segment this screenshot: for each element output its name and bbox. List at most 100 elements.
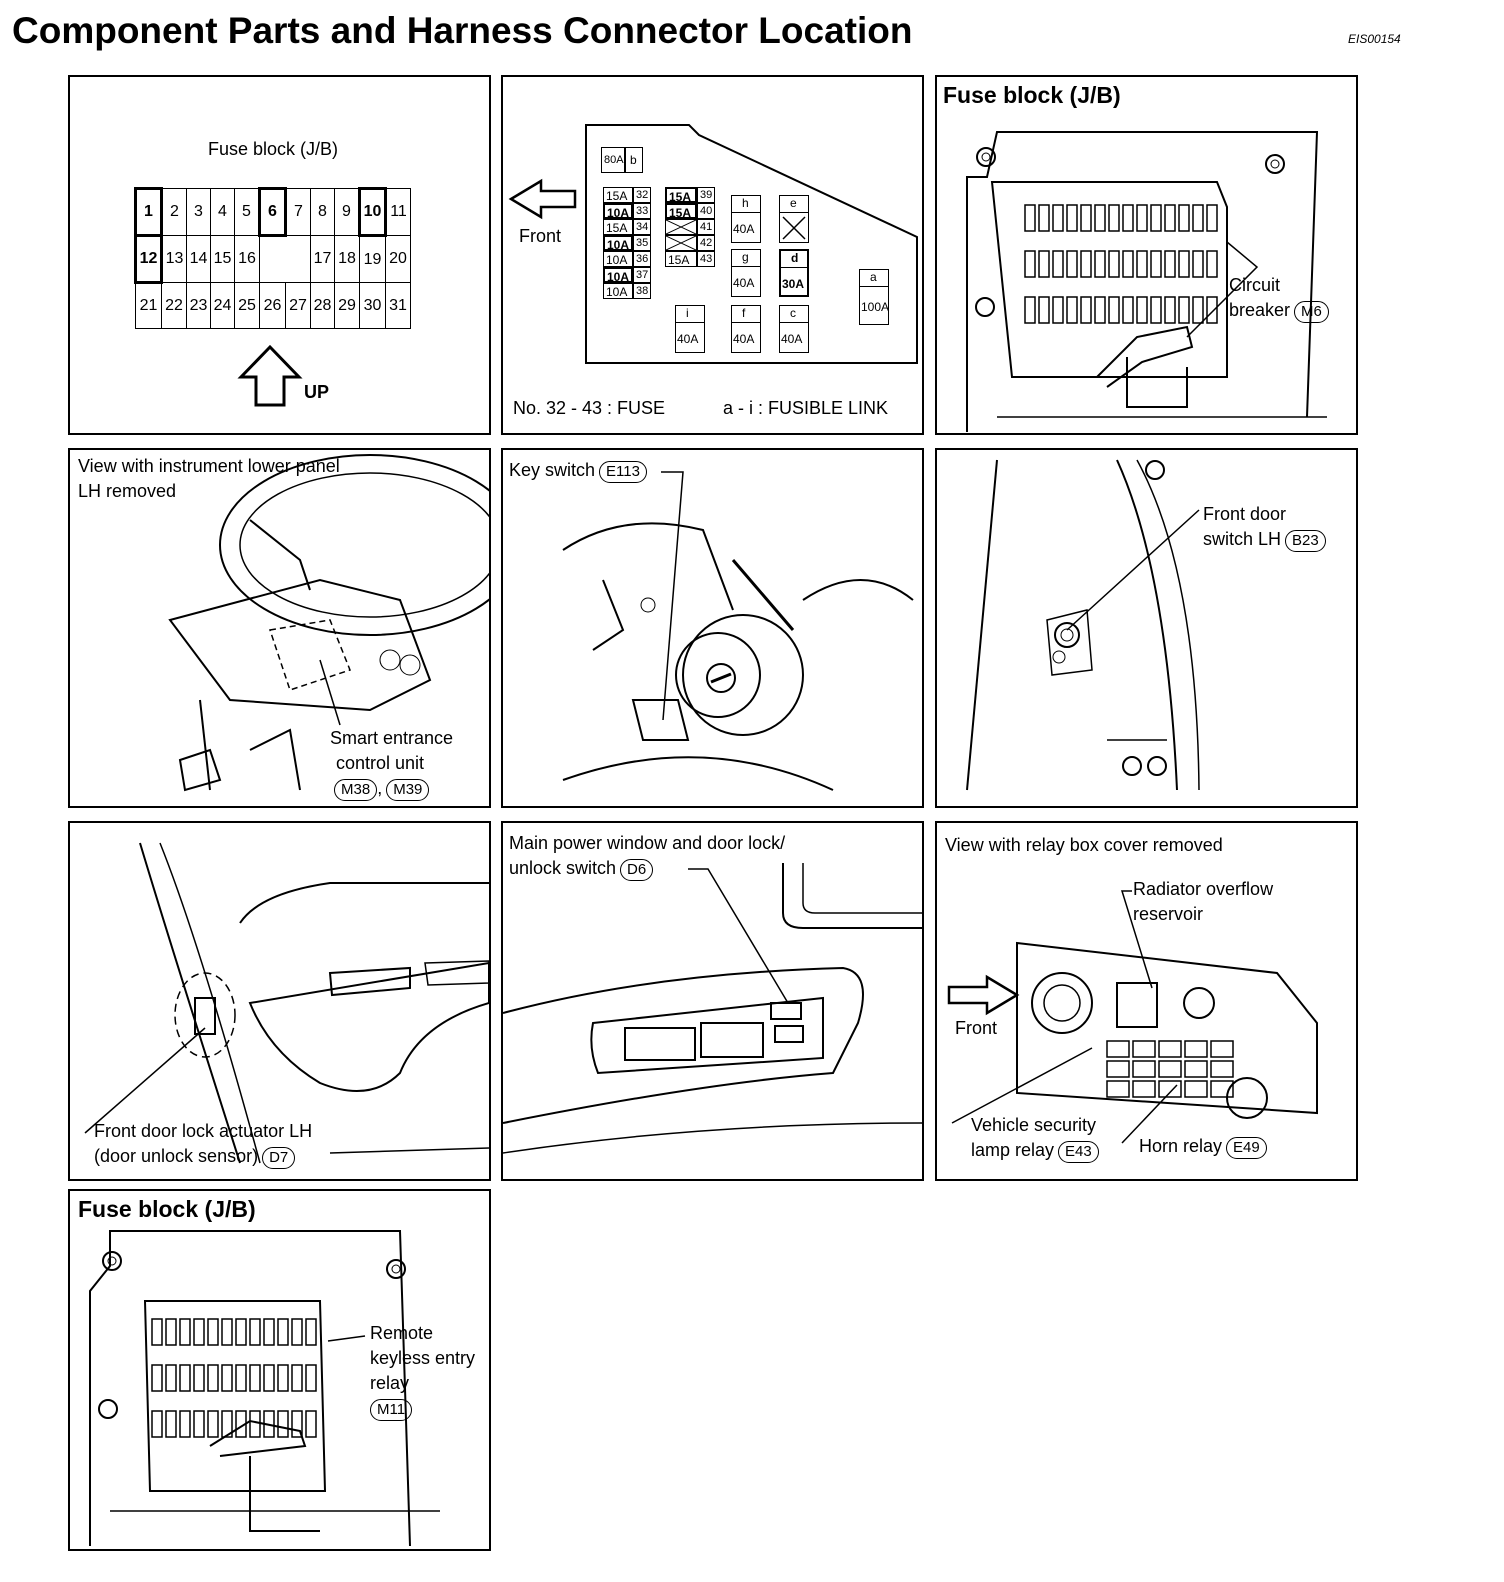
fuse-text: 42 xyxy=(700,237,713,249)
fuse-number: 37 xyxy=(633,267,651,283)
fuse-slot: 24 xyxy=(210,282,235,329)
instrument-panel-drawing xyxy=(168,454,489,792)
fuse-number: 33 xyxy=(633,203,651,219)
panel-relay-box: View with relay box cover removed Radiat… xyxy=(935,821,1358,1181)
fuse-slot: 31 xyxy=(385,282,411,329)
smart-entrance-label: Smart entrance control unit M38,M39 xyxy=(330,726,453,801)
panel-remote-keyless-entry-relay: Fuse block (J/B) Remote keyless entry re… xyxy=(68,1189,491,1551)
door-lock-actuator-label: Front door lock actuator LH (door unlock… xyxy=(94,1119,312,1169)
fusible-link-c: c 40A xyxy=(779,305,809,353)
fuse-text: g xyxy=(742,250,749,264)
fuse-slot: 28 xyxy=(310,282,335,329)
fusible-link-b-id: b xyxy=(625,147,643,173)
page-title: Component Parts and Harness Connector Lo… xyxy=(12,10,913,51)
fuse-slot: 17 xyxy=(310,235,335,283)
document-code: EIS00154 xyxy=(1348,32,1401,46)
fuse-slot: 23 xyxy=(186,282,211,329)
power-window-switch-drawing xyxy=(503,863,922,1154)
fuse-33: 10A xyxy=(603,203,633,220)
fuse-slot: 10 xyxy=(358,187,387,237)
connector-m39: M39 xyxy=(386,779,430,801)
fuse-42 xyxy=(665,235,697,251)
fuse-41 xyxy=(665,219,697,235)
fuse-number: 36 xyxy=(633,251,651,267)
fusible-link-b: 80A xyxy=(601,147,625,173)
fuse-38: 10A xyxy=(603,283,633,299)
fuse-text: d xyxy=(791,251,799,265)
fuse-number: 32 xyxy=(633,187,651,203)
fuse-text: 32 xyxy=(636,189,649,201)
fuse-text: f xyxy=(742,306,746,320)
radiator-overflow-label: Radiator overflow reservoir xyxy=(1133,879,1274,924)
fuse-slot: 25 xyxy=(234,282,260,329)
fuse-text: i xyxy=(686,306,689,320)
fuse-text: 15A xyxy=(669,206,692,220)
fuse-text: 37 xyxy=(636,269,649,281)
fuse-text: 15A xyxy=(669,190,692,204)
panel-heading: View with relay box cover removed xyxy=(945,835,1223,855)
fuse-text: b xyxy=(630,153,637,167)
panel-heading: Fuse block (J/B) xyxy=(78,1196,256,1222)
fuse-text: 34 xyxy=(636,221,649,233)
connector-d7: D7 xyxy=(262,1147,296,1169)
panel-main-power-window-switch: Main power window and door lock/ unlock … xyxy=(501,821,924,1181)
panel-heading: View with instrument lower panel LH remo… xyxy=(78,456,340,501)
fuse-text: 10A xyxy=(606,253,628,267)
front-label: Front xyxy=(955,1018,998,1038)
fuse-text: 40 xyxy=(700,205,713,217)
power-window-switch-label: Main power window and door lock/ unlock … xyxy=(509,831,785,881)
fuse-text: 10A xyxy=(606,285,628,299)
fuse-slot: 21 xyxy=(135,282,162,329)
connector-m6: M6 xyxy=(1294,301,1329,323)
door-switch-drawing xyxy=(966,459,1200,791)
fuse-slot: 6 xyxy=(258,187,287,237)
fuse-text: c xyxy=(790,306,796,320)
fusible-link-e: e xyxy=(779,195,809,243)
fuse-number: 34 xyxy=(633,219,651,235)
fuse-text: 30A xyxy=(782,277,805,291)
fuse-block-drawing xyxy=(966,131,1327,432)
fuse-36: 10A xyxy=(603,251,633,267)
fuse-text: 35 xyxy=(636,237,649,249)
fuse-text: 36 xyxy=(636,253,649,265)
fuse-text: 40A xyxy=(733,332,755,346)
connector-m38: M38 xyxy=(334,779,378,801)
fuse-text: e xyxy=(790,196,797,210)
relay-box-drawing xyxy=(947,890,1318,1144)
empty-slot-icon xyxy=(666,220,696,234)
fuse-text: 43 xyxy=(700,253,713,265)
fuse-block-drawing xyxy=(89,1230,440,1547)
fuse-text: 15A xyxy=(668,253,690,267)
fuse-text: 40A xyxy=(733,222,755,236)
fuse-34: 15A xyxy=(603,219,633,235)
fuse-text: a xyxy=(870,270,877,284)
connector-d6: D6 xyxy=(620,859,654,881)
fuse-slot: 5 xyxy=(234,188,260,236)
remote-keyless-entry-label: Remote keyless entry relay M11 xyxy=(370,1321,475,1421)
fuse-slot: 3 xyxy=(186,188,211,236)
fuse-text: 40A xyxy=(781,332,803,346)
fuse-slot: 16 xyxy=(234,235,260,283)
panel-heading: Fuse block (J/B) xyxy=(208,139,339,159)
fuse-text: 15A xyxy=(606,189,628,203)
fuse-text: 15A xyxy=(606,221,628,235)
fuse-text: 10A xyxy=(607,238,630,252)
front-label: Front xyxy=(519,226,562,246)
fuse-box-outline xyxy=(508,124,918,364)
fuse-number: 35 xyxy=(633,235,651,251)
fuse-text: 10A xyxy=(607,270,630,284)
fuse-32: 15A xyxy=(603,187,633,203)
fuse-39: 15A xyxy=(665,187,697,204)
fuse-text: 39 xyxy=(700,189,713,201)
